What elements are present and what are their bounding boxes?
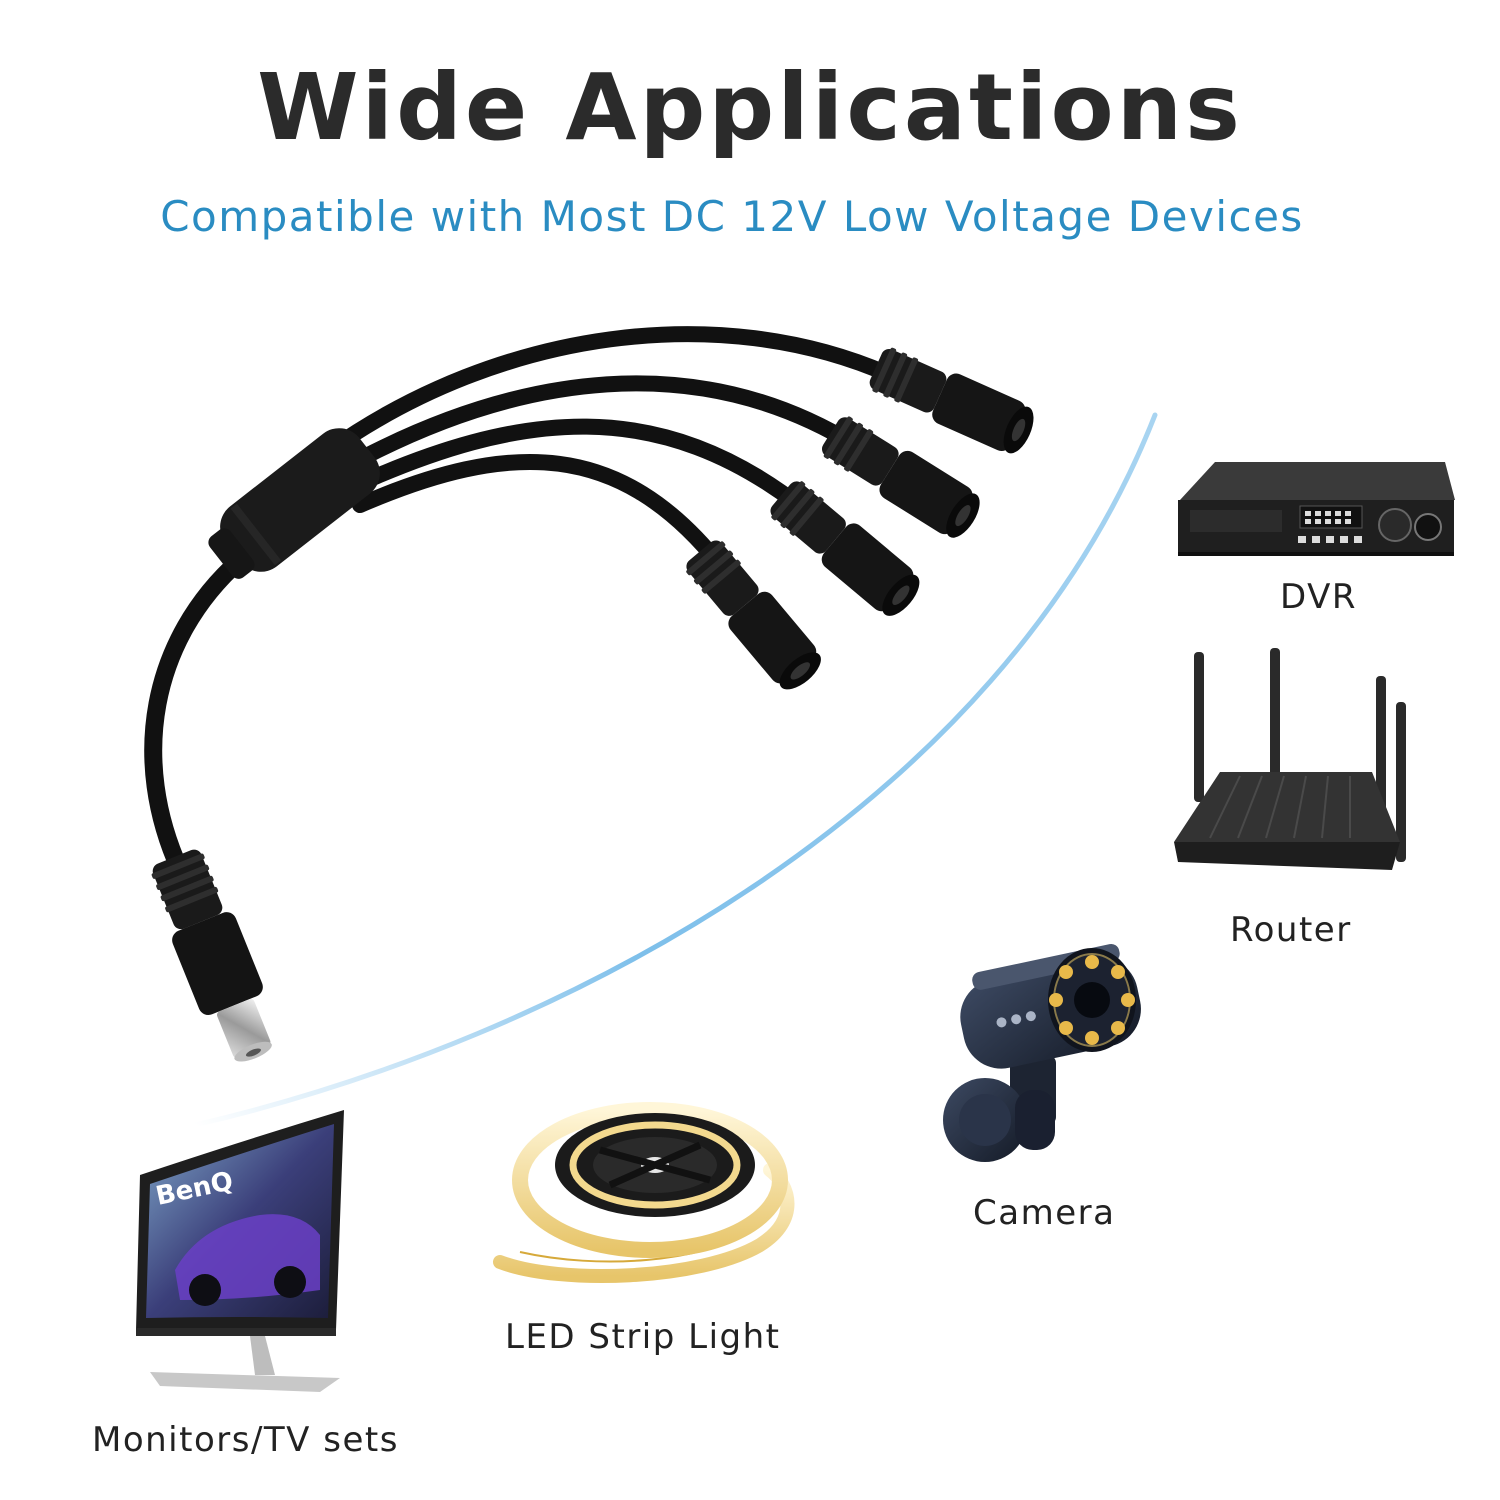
device-label-router: Router [1230, 910, 1352, 950]
device-label-dvr: DVR [1280, 577, 1357, 617]
device-label-camera: Camera [973, 1193, 1116, 1233]
page-title: Wide Applications [257, 54, 1243, 161]
splitter-cable-icon [144, 326, 1034, 1062]
led-strip-icon [493, 1102, 795, 1284]
device-label-led-strip: LED Strip Light [505, 1317, 781, 1357]
camera-icon [943, 943, 1141, 1162]
device-label-monitors: Monitors/TV sets [92, 1420, 399, 1460]
router-icon [1174, 648, 1406, 870]
blue-arc-decoration [192, 412, 1158, 1128]
dvr-icon [1178, 462, 1455, 556]
page-subtitle: Compatible with Most DC 12V Low Voltage … [160, 192, 1304, 241]
monitor-icon: BenQ [136, 1110, 344, 1392]
